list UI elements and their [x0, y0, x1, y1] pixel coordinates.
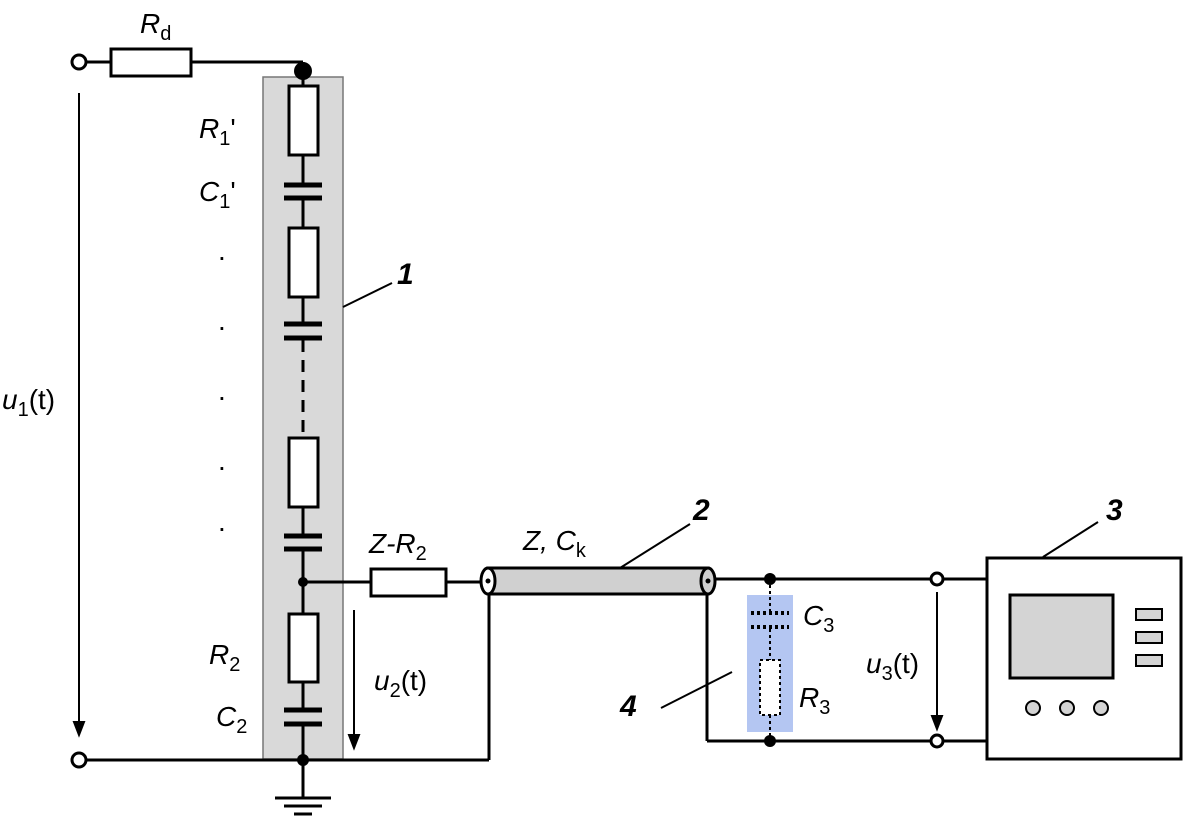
- leader-2: [619, 523, 691, 569]
- coax-cable: [479, 566, 717, 596]
- ellipsis-dot: .: [218, 305, 226, 336]
- leader-3: [1042, 521, 1099, 558]
- terminal-icon: [929, 733, 945, 749]
- label-z-ck: Z, Ck: [523, 525, 586, 562]
- scope-button: [1135, 608, 1163, 621]
- scope-knob: [1093, 700, 1109, 716]
- arrow-u1-head: [72, 721, 86, 738]
- junction-dot: [294, 62, 312, 80]
- ellipsis-dot: .: [218, 375, 226, 406]
- label-c1p: C1': [199, 176, 236, 213]
- label-u3: u3(t): [866, 648, 920, 685]
- scope-button: [1135, 654, 1163, 667]
- resistor-r1p: [287, 84, 320, 157]
- junction-dot: [298, 577, 308, 587]
- junction-dot: [297, 754, 309, 766]
- scope-button: [1135, 631, 1163, 644]
- label-rd: Rd: [140, 8, 172, 45]
- label-u2: u2(t): [374, 665, 428, 702]
- label-u1: u1(t): [2, 384, 56, 421]
- resistor-r2: [287, 612, 320, 684]
- callout-2: 2: [693, 494, 710, 527]
- junction-dot: [764, 573, 776, 585]
- ellipsis-dot: .: [218, 506, 226, 537]
- arrow-u3-head: [930, 715, 944, 732]
- resistor-rd: [109, 47, 193, 78]
- resistor-z-r2: [369, 567, 448, 598]
- scope-knob: [1059, 700, 1075, 716]
- label-z-r2: Z-R2: [369, 528, 427, 565]
- scope-screen: [1008, 593, 1115, 680]
- callout-4: 4: [620, 690, 637, 723]
- resistor-mid-2: [287, 436, 320, 509]
- ground-icon: [275, 796, 331, 816]
- resistor-mid-1: [287, 226, 320, 299]
- terminal-icon: [929, 571, 945, 587]
- label-c2: C2: [216, 701, 248, 738]
- terminal-icon: [70, 751, 88, 769]
- leader-4: [660, 671, 733, 709]
- label-c3: C3: [803, 600, 835, 637]
- ellipsis-dot: .: [218, 235, 226, 266]
- label-r3: R3: [799, 682, 831, 719]
- leader-1: [342, 282, 393, 308]
- junction-dot: [764, 735, 776, 747]
- callout-1: 1: [397, 258, 414, 291]
- label-r1p: R1': [199, 113, 236, 150]
- scope-knob: [1025, 700, 1041, 716]
- label-r2: R2: [209, 639, 241, 676]
- terminal-icon: [70, 53, 88, 71]
- ellipsis-dot: .: [218, 445, 226, 476]
- arrow-u2-head: [347, 734, 361, 751]
- probe-network: [751, 579, 789, 741]
- callout-3: 3: [1106, 494, 1123, 527]
